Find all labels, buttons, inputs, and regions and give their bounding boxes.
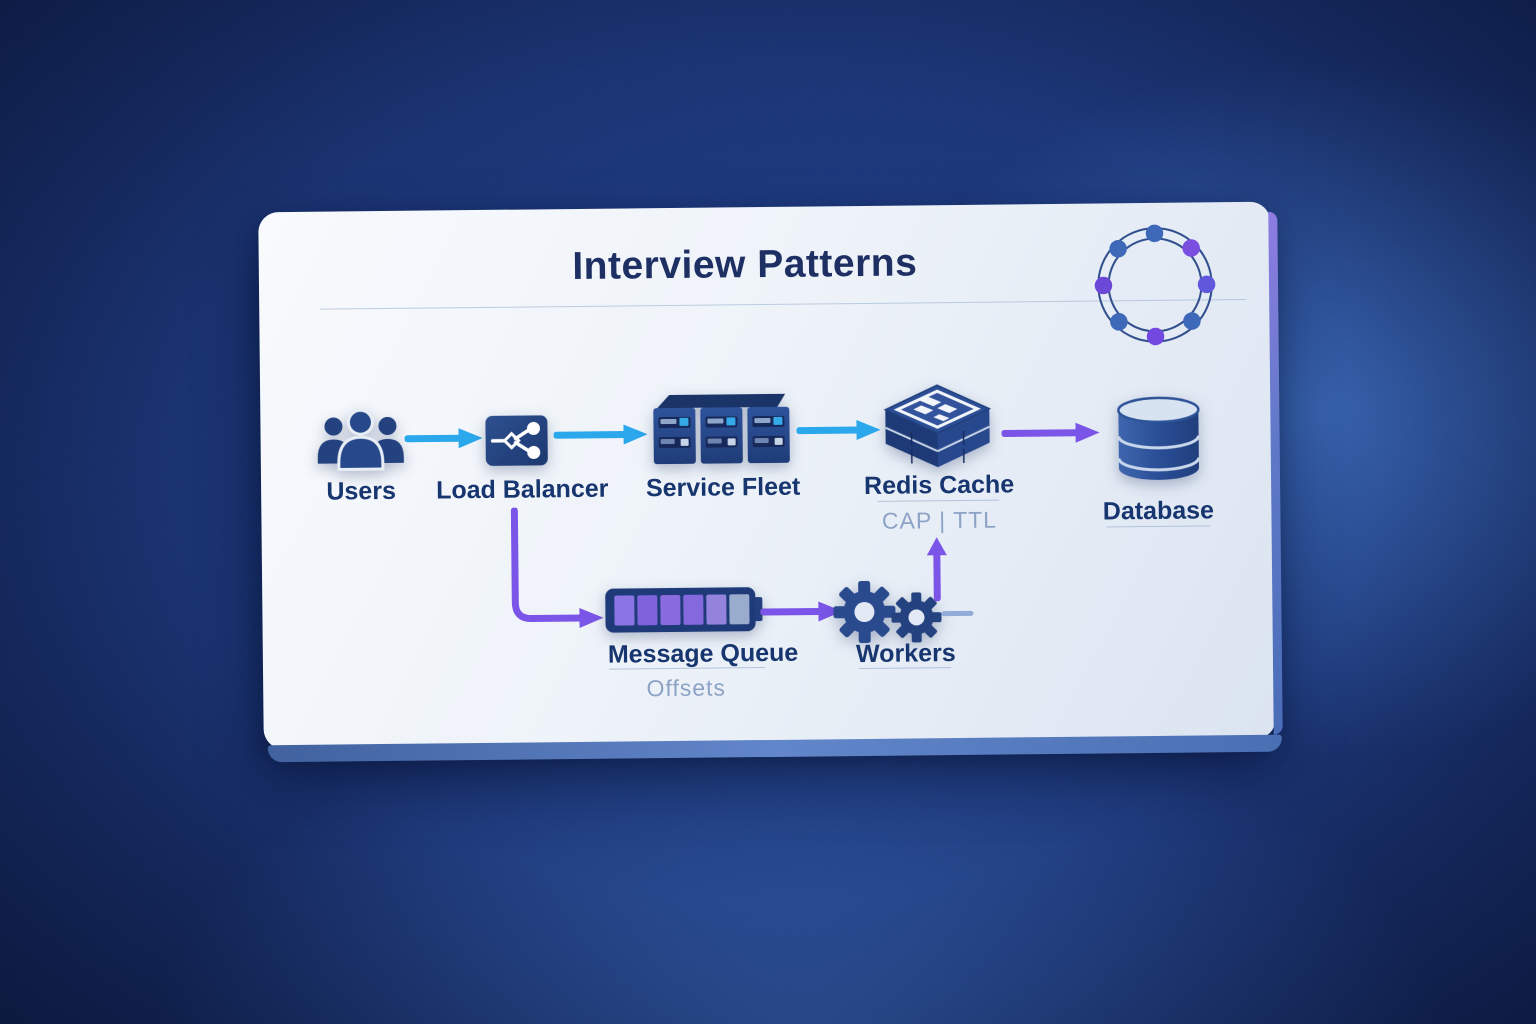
workers-label: Workers	[855, 639, 956, 669]
database-underline	[1106, 525, 1211, 528]
load-balancer-branch-icon	[485, 415, 548, 466]
users-label: Users	[326, 476, 397, 506]
database-cylinder-icon	[1117, 396, 1201, 480]
message-queue-underline	[609, 667, 766, 670]
users-group-icon	[317, 408, 404, 471]
diagram-card: Interview Patterns Users	[258, 201, 1276, 750]
redis-cache-underline	[877, 499, 1000, 502]
arrow-workers-to-redis-cache	[926, 537, 947, 602]
arrow-load-balancer-to-service-fleet	[553, 424, 648, 445]
workers-underline	[859, 667, 952, 670]
network-ring-logo-icon	[1094, 224, 1216, 346]
server-rack-icon	[653, 393, 790, 465]
service-fleet-label: Service Fleet	[645, 472, 801, 503]
database-label: Database	[1102, 496, 1215, 526]
arrow-users-to-load-balancer	[404, 428, 483, 449]
arrow-load-balancer-to-message-queue	[510, 507, 604, 628]
load-balancer-label: Load Balancer	[435, 474, 609, 505]
queue-bar-icon	[605, 587, 763, 633]
arrow-service-fleet-to-redis-cache	[796, 420, 881, 441]
workers-side-dash	[941, 610, 974, 617]
redis-cache-label: Redis Cache	[863, 470, 1015, 500]
page-title: Interview Patterns	[572, 241, 918, 289]
message-queue-subtext: Offsets	[646, 674, 727, 702]
message-queue-label: Message Queue	[607, 638, 799, 669]
redis-stack-icon	[883, 384, 992, 468]
redis-cache-subtext: CAP | TTL	[881, 506, 998, 534]
arrow-redis-cache-to-database	[1001, 422, 1100, 443]
